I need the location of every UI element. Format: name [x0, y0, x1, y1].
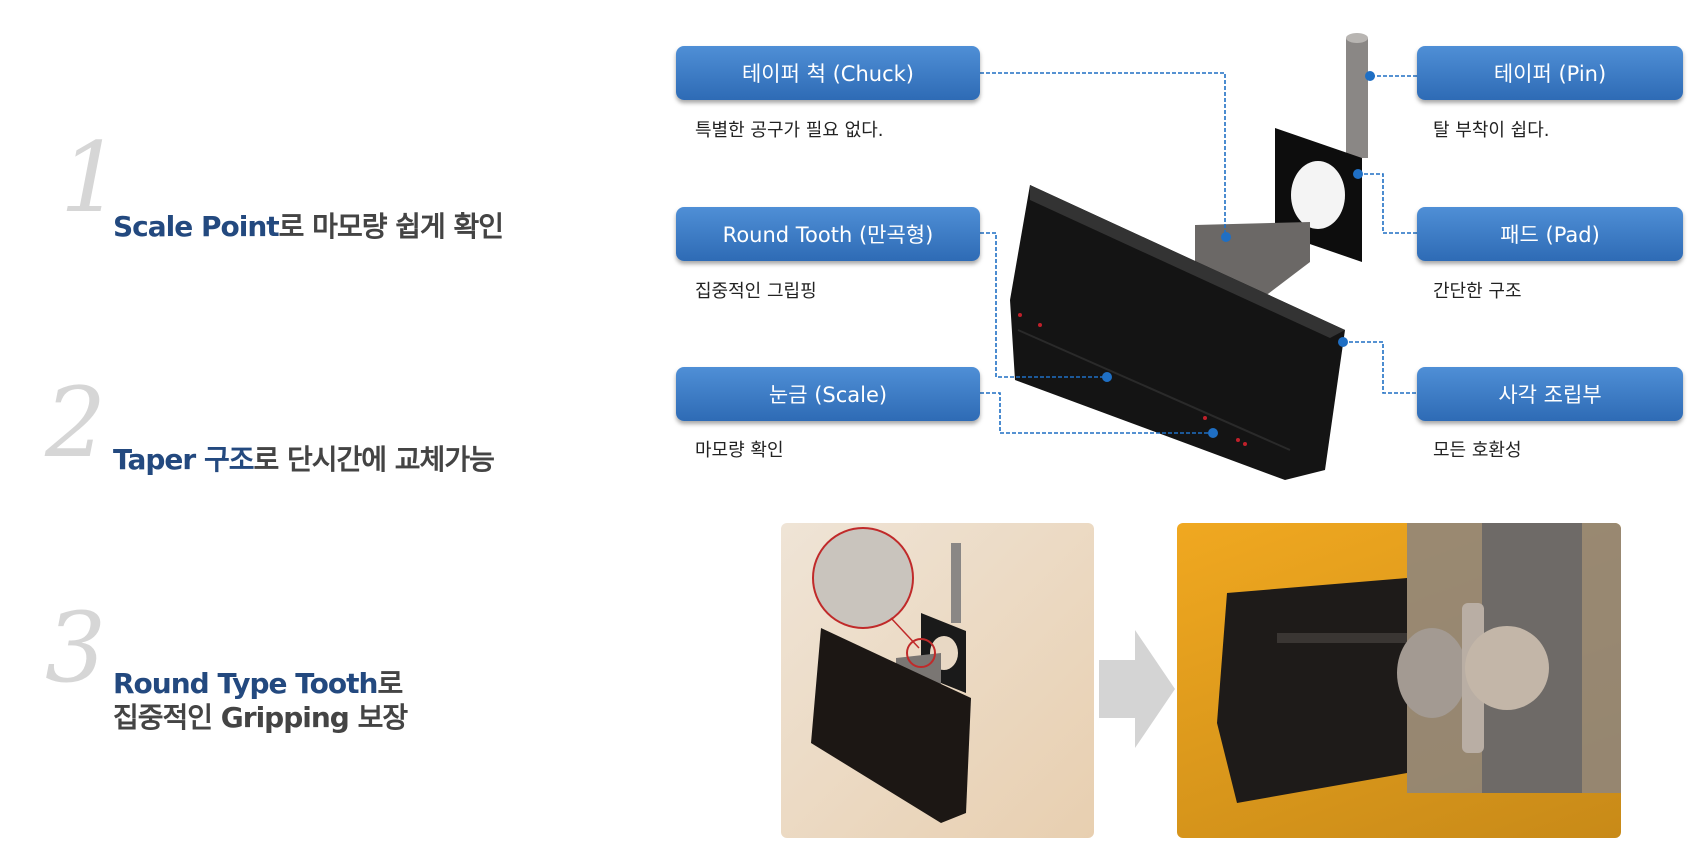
connector-lines	[980, 72, 1417, 434]
connector-dots	[1102, 71, 1375, 438]
callout-pad-desc: 간단한 구조	[1433, 281, 1522, 302]
callout-round-tooth-desc: 집중적인 그립핑	[695, 281, 817, 302]
pin	[1346, 33, 1368, 158]
number-2: 2	[45, 367, 107, 479]
callout-pad: 패드 (Pad)	[1417, 207, 1683, 261]
feature-2: Taper 구조로 단시간에 교체가능	[113, 443, 495, 477]
exploded-view-photo	[781, 523, 1094, 838]
tooth-body	[1010, 185, 1345, 480]
feature-3-highlight: Round Type Tooth	[113, 667, 378, 700]
feature-1-text: 로 마모량 쉽게 확인	[278, 210, 504, 243]
arrow-right-icon	[1099, 630, 1175, 748]
callout-square: 사각 조립부	[1417, 367, 1683, 421]
feature-3-line2: 집중적인 Gripping 보장	[113, 700, 408, 734]
number-3: 3	[45, 592, 107, 704]
feature-2-highlight: Taper 구조	[113, 443, 254, 476]
feature-1-highlight: Scale Point	[113, 210, 280, 243]
callout-pin-desc: 탈 부착이 쉽다.	[1433, 120, 1550, 141]
callout-chuck: 테이퍼 척 (Chuck)	[676, 46, 980, 100]
assembled-view-photo	[1177, 523, 1621, 838]
callout-chuck-desc: 특별한 공구가 필요 없다.	[695, 120, 884, 141]
callout-pin: 테이퍼 (Pin)	[1417, 46, 1683, 100]
feature-3-text: 로	[377, 667, 403, 700]
number-1: 1	[60, 122, 122, 234]
callout-scale: 눈금 (Scale)	[676, 367, 980, 421]
feature-2-text: 로 단시간에 교체가능	[253, 443, 495, 476]
feature-1: Scale Point로 마모량 쉽게 확인	[113, 210, 504, 244]
callout-square-desc: 모든 호환성	[1433, 440, 1522, 461]
callout-scale-desc: 마모량 확인	[695, 440, 784, 461]
callout-round-tooth: Round Tooth (만곡형)	[676, 207, 980, 261]
